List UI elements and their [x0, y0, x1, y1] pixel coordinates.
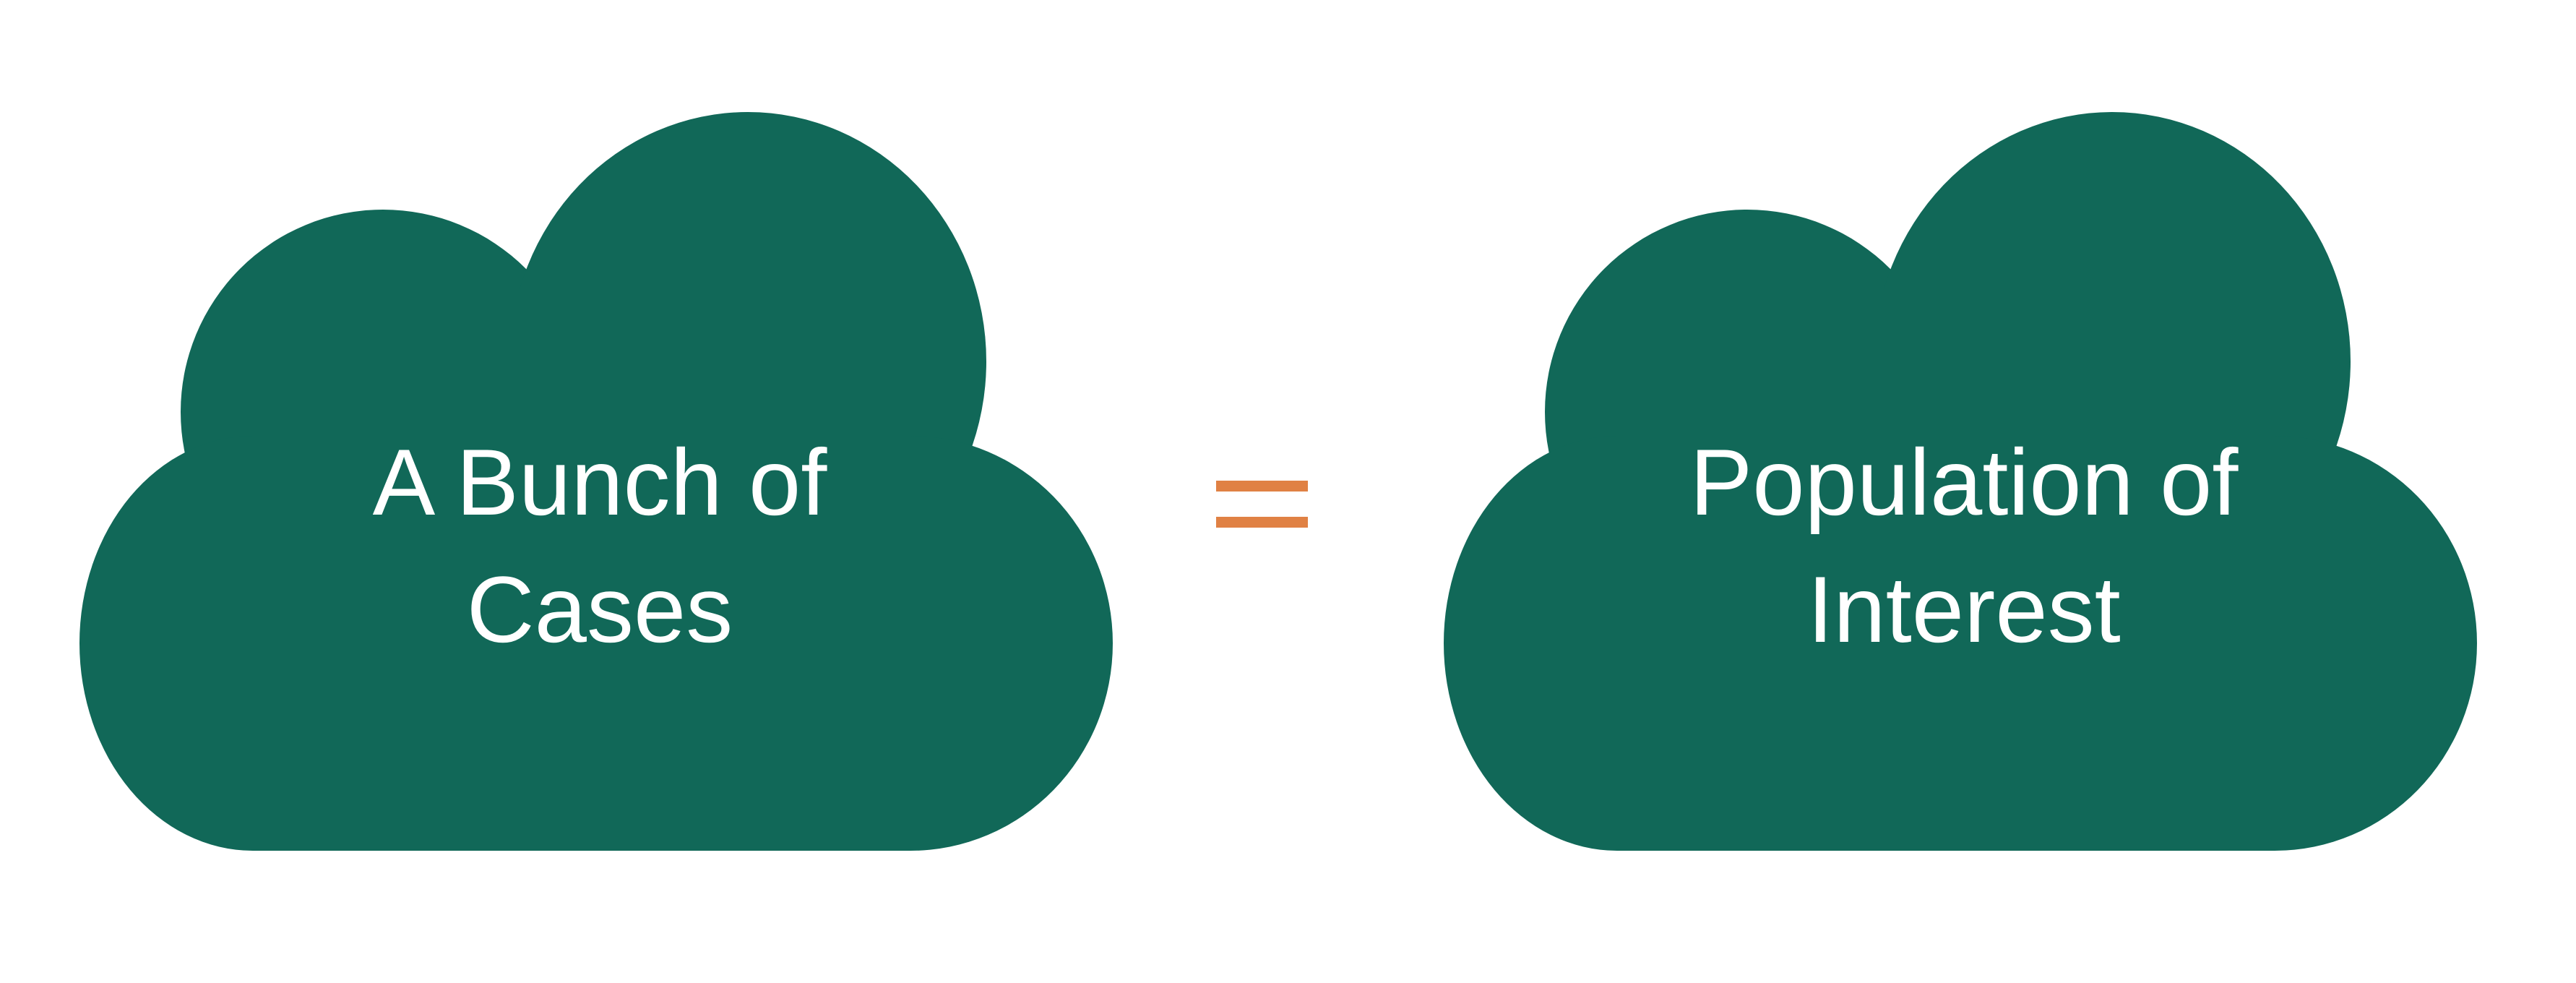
right-cloud-label-line1: Population of — [1690, 429, 2239, 535]
equals-sign-top-bar — [1216, 481, 1308, 492]
left-cloud-label-line1: A Bunch of — [373, 429, 828, 535]
left-cloud-label-line2: Cases — [467, 557, 733, 662]
equals-sign-bottom-bar — [1216, 517, 1308, 528]
equals-sign — [1216, 481, 1308, 528]
right-cloud-label-line2: Interest — [1807, 557, 2121, 662]
